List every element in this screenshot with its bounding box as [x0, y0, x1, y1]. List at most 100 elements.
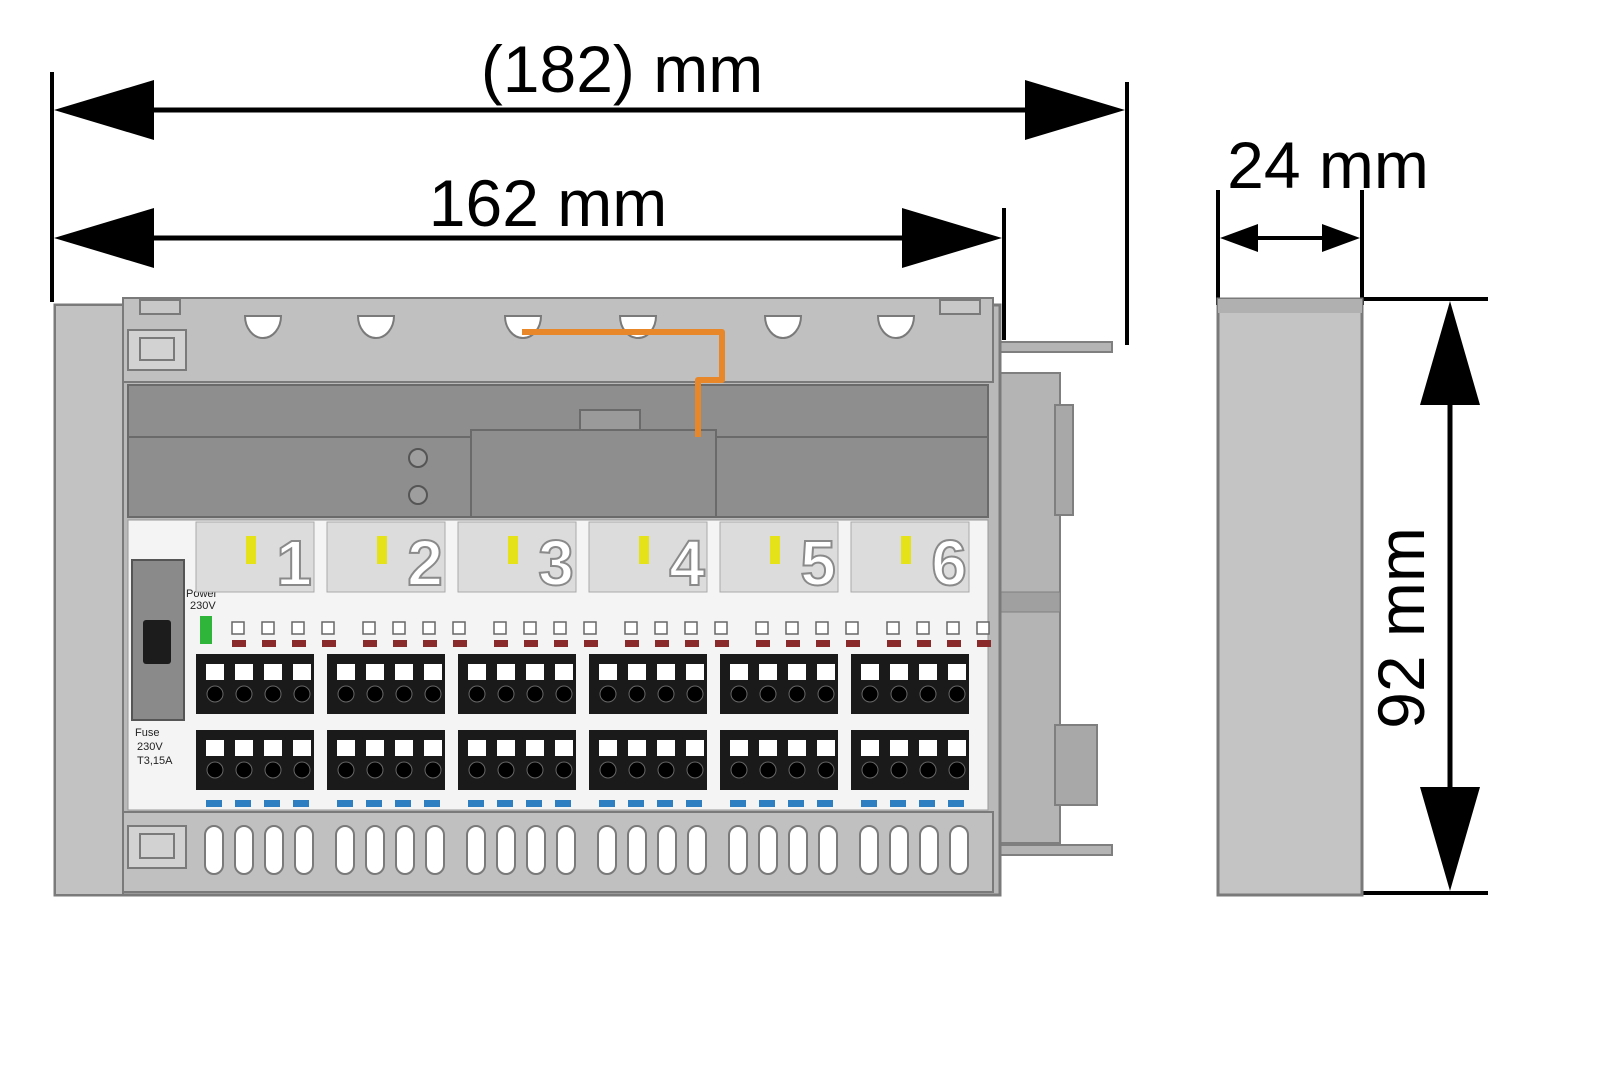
terminal-marker-blue: [264, 800, 280, 807]
terminal-hole: [366, 761, 384, 779]
zone-module-1: 1: [195, 521, 336, 807]
terminal-hole: [948, 761, 966, 779]
terminal-block-upper: [458, 654, 576, 714]
vent-slot: [788, 825, 808, 875]
terminal-hole: [395, 761, 413, 779]
terminal-hole: [337, 685, 355, 703]
terminal-lever: [759, 664, 777, 680]
arrowhead-left: [54, 208, 154, 268]
terminal-hole: [948, 685, 966, 703]
zone-number: 2: [407, 527, 443, 599]
terminal-hole: [657, 685, 675, 703]
terminal-lever: [526, 740, 544, 756]
terminal-lever: [555, 664, 573, 680]
zone-number: 6: [931, 527, 967, 599]
terminal-lever: [861, 664, 879, 680]
terminal-hole: [628, 685, 646, 703]
terminal-block-lower: [327, 730, 445, 790]
terminal-hole: [686, 761, 704, 779]
terminal-lever: [730, 664, 748, 680]
terminal-marker-blue: [424, 800, 440, 807]
vent-slot: [335, 825, 355, 875]
terminal-hole: [628, 761, 646, 779]
zone-module-6: 6: [850, 521, 991, 807]
terminal-marker: [494, 640, 508, 647]
release-button: [321, 621, 335, 635]
terminal-marker: [423, 640, 437, 647]
vent-slot: [949, 825, 969, 875]
terminal-block-lower: [851, 730, 969, 790]
vent-slot: [294, 825, 314, 875]
terminal-lever: [293, 740, 311, 756]
vent-slot: [234, 825, 254, 875]
terminal-marker-blue: [730, 800, 746, 807]
terminal-lever: [206, 740, 224, 756]
terminal-lever: [919, 664, 937, 680]
terminal-marker-blue: [395, 800, 411, 807]
terminal-hole: [919, 685, 937, 703]
terminal-hole: [759, 761, 777, 779]
body-width-label: 162 mm: [429, 166, 667, 240]
terminal-marker-blue: [555, 800, 571, 807]
zone-module-2: 2: [326, 521, 467, 807]
release-button: [291, 621, 305, 635]
terminal-lever: [788, 740, 806, 756]
terminal-marker: [524, 640, 538, 647]
release-button: [553, 621, 567, 635]
terminal-block-upper: [327, 654, 445, 714]
terminal-lever: [948, 664, 966, 680]
release-button: [583, 621, 597, 635]
terminal-marker: [756, 640, 770, 647]
arrowhead-left: [1220, 224, 1258, 252]
terminal-lever: [424, 740, 442, 756]
zone-led: [901, 536, 911, 564]
terminal-hole: [366, 685, 384, 703]
terminal-hole: [890, 685, 908, 703]
terminal-marker-blue: [861, 800, 877, 807]
terminal-lever: [264, 740, 282, 756]
terminal-marker-blue: [817, 800, 833, 807]
terminal-marker-blue: [919, 800, 935, 807]
terminal-marker-blue: [657, 800, 673, 807]
vent-slot: [597, 825, 617, 875]
release-button: [452, 621, 466, 635]
terminal-marker: [786, 640, 800, 647]
terminal-marker: [232, 640, 246, 647]
terminal-marker: [393, 640, 407, 647]
terminal-marker: [625, 640, 639, 647]
terminal-block-upper: [196, 654, 314, 714]
terminal-marker-blue: [293, 800, 309, 807]
zone-number: 1: [276, 527, 312, 599]
arrowhead-up: [1420, 301, 1480, 405]
terminal-marker-blue: [497, 800, 513, 807]
terminal-lever: [497, 664, 515, 680]
release-button: [392, 621, 406, 635]
terminal-lever: [366, 664, 384, 680]
arrowhead-right: [902, 208, 1002, 268]
terminal-block-lower: [196, 730, 314, 790]
terminal-lever: [395, 664, 413, 680]
terminal-lever: [861, 740, 879, 756]
vent-slot: [758, 825, 778, 875]
terminal-marker: [584, 640, 598, 647]
terminal-lever: [890, 740, 908, 756]
zone-module-3: 3: [457, 521, 598, 807]
vent-slot: [657, 825, 677, 875]
terminal-hole: [206, 685, 224, 703]
release-button: [362, 621, 376, 635]
terminal-marker: [947, 640, 961, 647]
terminal-lever: [395, 740, 413, 756]
terminal-lever: [657, 664, 675, 680]
vent-slot: [627, 825, 647, 875]
terminal-marker: [846, 640, 860, 647]
vent-slot: [919, 825, 939, 875]
terminal-lever: [788, 664, 806, 680]
overall-width-label: (182) mm: [481, 32, 763, 106]
terminal-marker: [292, 640, 306, 647]
terminal-lever: [526, 664, 544, 680]
terminal-hole: [730, 685, 748, 703]
power-voltage: 230V: [190, 600, 216, 612]
terminal-lever: [337, 664, 355, 680]
zone-number: 5: [800, 527, 836, 599]
